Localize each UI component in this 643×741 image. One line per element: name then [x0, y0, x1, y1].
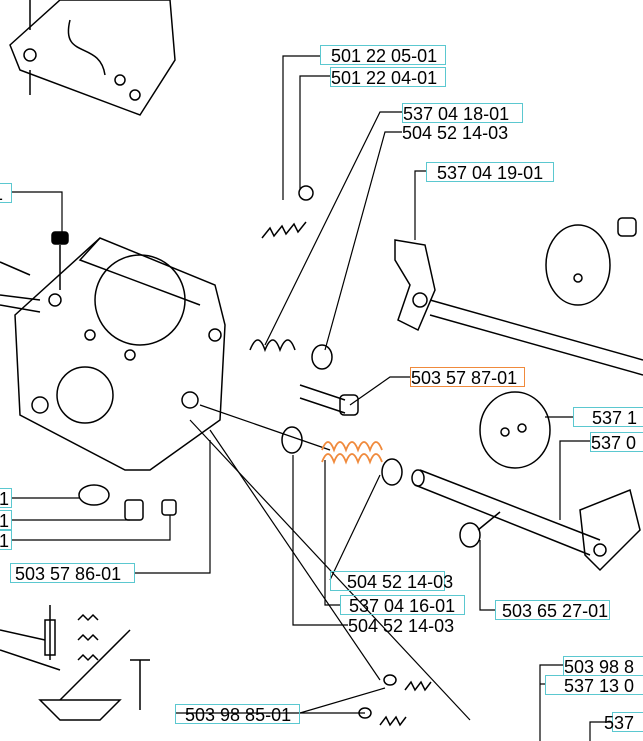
part-label[interactable]: 503 98 8: [563, 656, 643, 676]
part-number: 8-01: [0, 489, 10, 509]
shafts: [411, 299, 643, 556]
part-number: 3-01: [0, 531, 10, 551]
carburetor-body: [0, 231, 226, 471]
part-label[interactable]: 8-01: [0, 510, 12, 530]
part-label[interactable]: 503 98 85-01: [175, 704, 300, 724]
part-label[interactable]: 537 04 18-01: [402, 103, 523, 123]
part-number: 537 0: [591, 433, 637, 453]
part-label[interactable]: 504 52 14-03: [330, 571, 453, 591]
part-number: 503 98 85-01: [185, 705, 292, 725]
part-label[interactable]: 503 65 27-01: [495, 600, 610, 620]
part-number: 8-01: [0, 511, 10, 531]
leader-lines: [12, 55, 612, 741]
part-label[interactable]: 537 04 16-01: [340, 595, 465, 615]
part-number: 537 04 16-01: [349, 596, 456, 616]
part-label[interactable]: 503 57 86-01: [10, 563, 135, 583]
part-number: 504 52 14-03: [348, 616, 455, 636]
part-number: 501 22 05-01: [331, 46, 438, 66]
part-label[interactable]: 501 22 05-01: [320, 45, 446, 65]
part-number: 1: [0, 184, 3, 204]
part-number: 503 57 87-01: [411, 368, 518, 388]
part-label[interactable]: 3-01: [0, 530, 12, 550]
part-number: 503 57 86-01: [15, 564, 122, 584]
part-number: 503 65 27-01: [502, 601, 609, 621]
part-label[interactable]: 1: [0, 183, 12, 203]
part-number: 537 1: [592, 408, 638, 428]
part-number: 501 22 04-01: [331, 68, 438, 88]
gasket-plate: [9, 0, 176, 116]
part-number: 504 52 14-03: [402, 123, 509, 143]
part-label[interactable]: 537: [604, 712, 643, 732]
part-number: 503 98 8: [564, 657, 635, 677]
part-label[interactable]: 504 52 14-03: [348, 616, 454, 636]
part-number: 537 04 18-01: [403, 104, 510, 124]
part-label-highlighted[interactable]: 503 57 87-01: [410, 367, 525, 387]
part-number: 504 52 14-03: [347, 572, 454, 592]
part-label[interactable]: 8-01: [0, 488, 12, 508]
part-number: 537 13 0: [564, 676, 635, 696]
part-label[interactable]: 537 04 19-01: [426, 162, 554, 182]
part-label[interactable]: 537 13 0: [545, 675, 643, 695]
part-number: 537: [604, 713, 635, 733]
part-label[interactable]: 501 22 04-01: [330, 67, 446, 87]
part-number: 537 04 19-01: [437, 163, 544, 183]
throttle-plates: [394, 217, 641, 572]
part-label[interactable]: 537 0: [590, 432, 643, 452]
springs: [0, 185, 432, 727]
part-label[interactable]: 537 1: [573, 407, 643, 427]
part-label[interactable]: 504 52 14-03: [402, 123, 508, 143]
